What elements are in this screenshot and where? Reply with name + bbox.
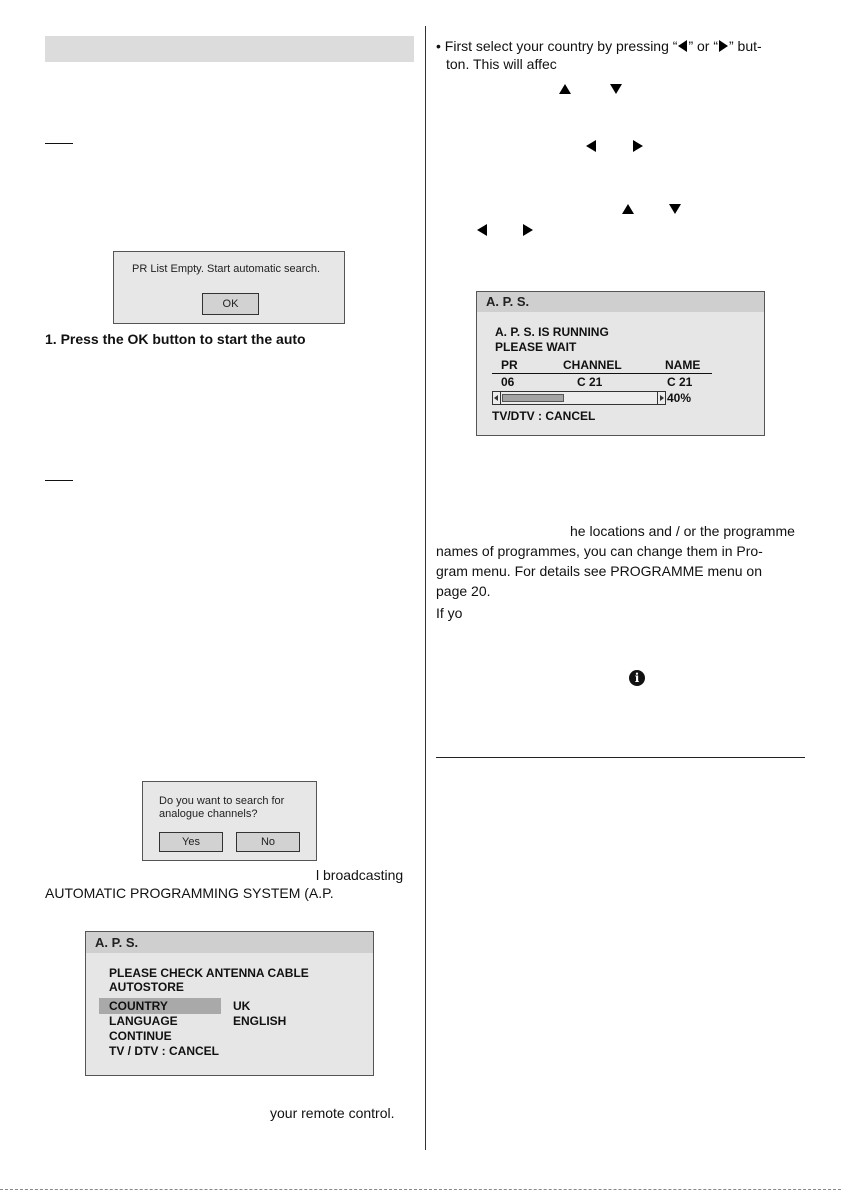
please-wait-text: PLEASE WAIT [495, 340, 577, 354]
language-value[interactable]: ENGLISH [233, 1014, 287, 1028]
country-value[interactable]: UK [233, 999, 251, 1013]
country-highlight [99, 998, 221, 1014]
continue-item[interactable]: CONTINUE [109, 1029, 172, 1043]
no-button[interactable]: No [236, 832, 300, 852]
step-1-text: 1. Press the OK button to start the auto [45, 331, 306, 347]
yes-button[interactable]: Yes [159, 832, 223, 852]
up-arrow-icon [559, 84, 571, 94]
header-underline [492, 373, 712, 374]
dialog-message: PR List Empty. Start automatic search. [132, 263, 321, 275]
row-name: C 21 [667, 375, 693, 389]
para-line-2: names of programmes, you can change them… [436, 543, 763, 559]
ok-button[interactable]: OK [202, 293, 259, 315]
dialog-question-line2: analogue channels? [159, 808, 258, 820]
progress-fill [502, 394, 564, 402]
right-arrow-icon [719, 40, 728, 52]
text-fragment-ifyo: If yo [436, 605, 463, 621]
column-header-pr: PR [501, 358, 518, 372]
note-underline [45, 480, 73, 481]
column-header-name: NAME [665, 358, 701, 372]
right-arrow-icon [633, 140, 643, 152]
progress-bar [492, 391, 666, 405]
para-line-4: page 20. [436, 583, 491, 599]
menu-title: A. P. S. [477, 292, 764, 312]
analogue-search-dialog: Do you want to search for analogue chann… [142, 781, 317, 861]
menu-title: A. P. S. [86, 932, 373, 953]
bullet-pre: • First select your country by pressing … [436, 38, 678, 54]
right-arrow-icon [660, 395, 664, 401]
bullet-mid: ” or “ [688, 38, 718, 54]
aps-running-menu: A. P. S. A. P. S. IS RUNNING PLEASE WAIT… [476, 291, 765, 436]
bullet-line-1: • First select your country by pressing … [436, 38, 762, 54]
country-label[interactable]: COUNTRY [109, 999, 168, 1013]
text-fragment-broadcasting: l broadcasting [316, 867, 404, 883]
antenna-check-text: PLEASE CHECK ANTENNA CABLE [109, 966, 309, 980]
aps-setup-menu: A. P. S. PLEASE CHECK ANTENNA CABLE AUTO… [85, 931, 374, 1076]
bullet-post: ” but- [729, 38, 762, 54]
row-pr: 06 [501, 375, 515, 389]
text-fragment-remote: your remote control. [270, 1105, 395, 1121]
right-arrow-icon [523, 224, 533, 236]
progress-percent: 40% [667, 391, 692, 405]
left-arrow-icon [678, 40, 688, 52]
left-arrow-icon [494, 395, 498, 401]
cancel-hint: TV / DTV : CANCEL [109, 1044, 219, 1058]
up-arrow-icon [622, 204, 634, 214]
dialog-question-line1: Do you want to search for [159, 795, 285, 807]
left-arrow-icon [477, 224, 487, 236]
para-line-1: he locations and / or the programme [570, 523, 795, 539]
autostore-text: AUTOSTORE [109, 980, 184, 994]
left-arrow-icon [586, 140, 596, 152]
down-arrow-icon [610, 84, 622, 94]
language-label[interactable]: LANGUAGE [109, 1014, 178, 1028]
note-underline [45, 143, 73, 144]
down-arrow-icon [669, 204, 681, 214]
section-divider [436, 757, 805, 758]
column-divider [425, 26, 426, 1150]
pr-list-empty-dialog: PR List Empty. Start automatic search. O… [113, 251, 345, 324]
progress-left-cap [493, 392, 501, 404]
row-channel: C 21 [577, 375, 603, 389]
progress-right-cap [657, 392, 665, 404]
section-header-bar [45, 36, 414, 62]
bullet-line-2: ton. This will affec [446, 56, 557, 72]
cancel-hint: TV/DTV : CANCEL [492, 409, 596, 423]
text-fragment-aps: AUTOMATIC PROGRAMMING SYSTEM (A.P. [45, 885, 334, 901]
page-bottom-rule [0, 1189, 841, 1190]
running-text: A. P. S. IS RUNNING [495, 325, 609, 339]
column-header-channel: CHANNEL [563, 358, 622, 372]
info-icon: i [629, 670, 645, 686]
para-line-3: gram menu. For details see PROGRAMME men… [436, 563, 763, 579]
